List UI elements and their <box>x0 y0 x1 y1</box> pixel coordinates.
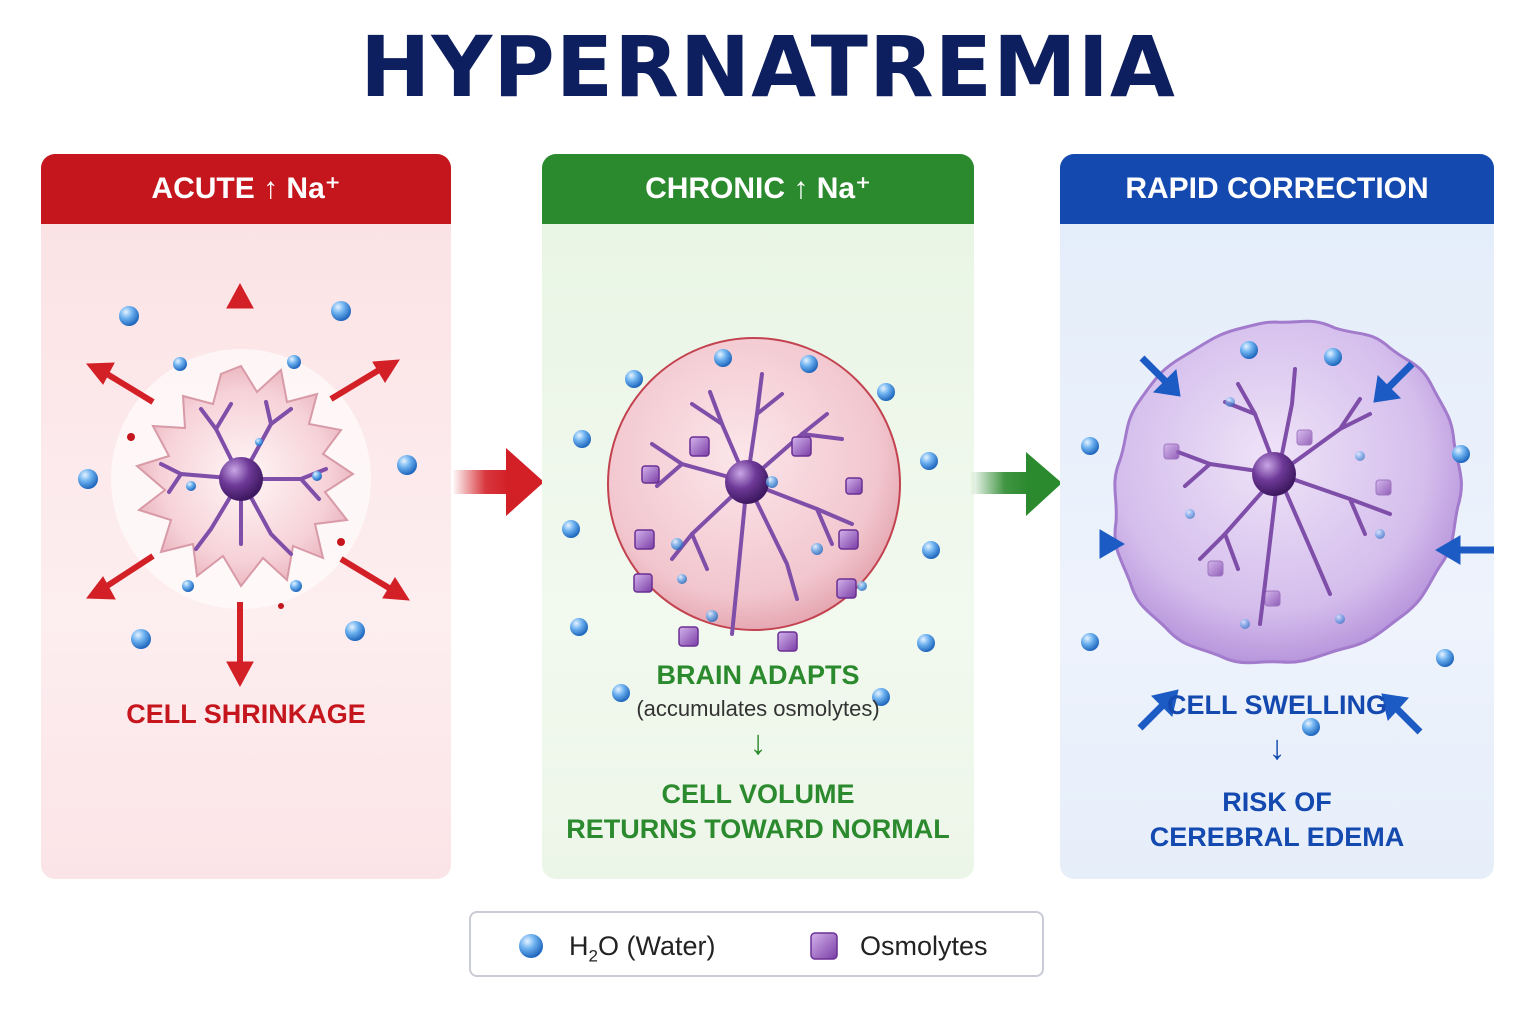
page-title: HYPERNATREMIA <box>360 18 1176 116</box>
rapid-result-line1: RISK OF <box>1222 787 1332 817</box>
osmolyte-legend-icon <box>810 932 838 960</box>
acute-cell-illustration <box>78 282 417 688</box>
panel-chronic: CHRONIC ↑ Na⁺ <box>542 154 974 879</box>
water-molecules-chronic <box>562 349 940 706</box>
nucleus-chronic <box>725 460 769 504</box>
osmolytes-rapid <box>1163 429 1392 607</box>
chronic-caption-main: BRAIN ADAPTS <box>656 660 860 690</box>
rapid-cell-illustration <box>1070 319 1494 736</box>
panel-acute: ACUTE ↑ Na⁺ <box>41 154 451 879</box>
acute-caption: CELL SHRINKAGE <box>126 699 366 729</box>
chronic-cell-illustration <box>562 337 940 706</box>
osmolytes-chronic <box>633 436 863 652</box>
panel-rapid-body: CELL SWELLING ↓ RISK OF CEREBRAL EDEMA <box>1060 224 1494 879</box>
panel-acute-header: ACUTE ↑ Na⁺ <box>41 154 451 224</box>
connector-arrow-green <box>970 452 1062 516</box>
water-legend-icon <box>519 934 543 958</box>
chronic-caption-sub: (accumulates osmolytes) <box>636 696 880 721</box>
rapid-down-arrow: ↓ <box>1268 729 1286 767</box>
rapid-caption-main: CELL SWELLING <box>1167 690 1387 720</box>
outward-arrows <box>85 282 410 688</box>
panel-chronic-body: BRAIN ADAPTS (accumulates osmolytes) ↓ C… <box>542 224 974 879</box>
panel-chronic-header: CHRONIC ↑ Na⁺ <box>542 154 974 224</box>
panel-rapid-header: RAPID CORRECTION <box>1060 154 1494 224</box>
legend-water-label: H2O (Water) <box>569 931 716 966</box>
water-molecules-rapid <box>1081 341 1470 736</box>
chronic-result-line2: RETURNS TOWARD NORMAL <box>566 814 950 844</box>
nucleus-rapid <box>1252 452 1296 496</box>
panel-acute-body: CELL SHRINKAGE <box>41 224 451 879</box>
inward-arrows <box>1070 355 1494 735</box>
chronic-down-arrow: ↓ <box>749 724 767 762</box>
legend: H2O (Water) Osmolytes <box>469 911 1044 977</box>
water-molecules-acute <box>78 301 417 649</box>
rapid-result-line2: CEREBRAL EDEMA <box>1149 822 1405 852</box>
nucleus-acute <box>219 457 263 501</box>
panel-rapid-correction: RAPID CORRECTION <box>1060 154 1494 879</box>
legend-osmolytes-label: Osmolytes <box>860 931 988 961</box>
chronic-result-line1: CELL VOLUME <box>661 779 855 809</box>
connector-arrow-red <box>452 448 544 516</box>
